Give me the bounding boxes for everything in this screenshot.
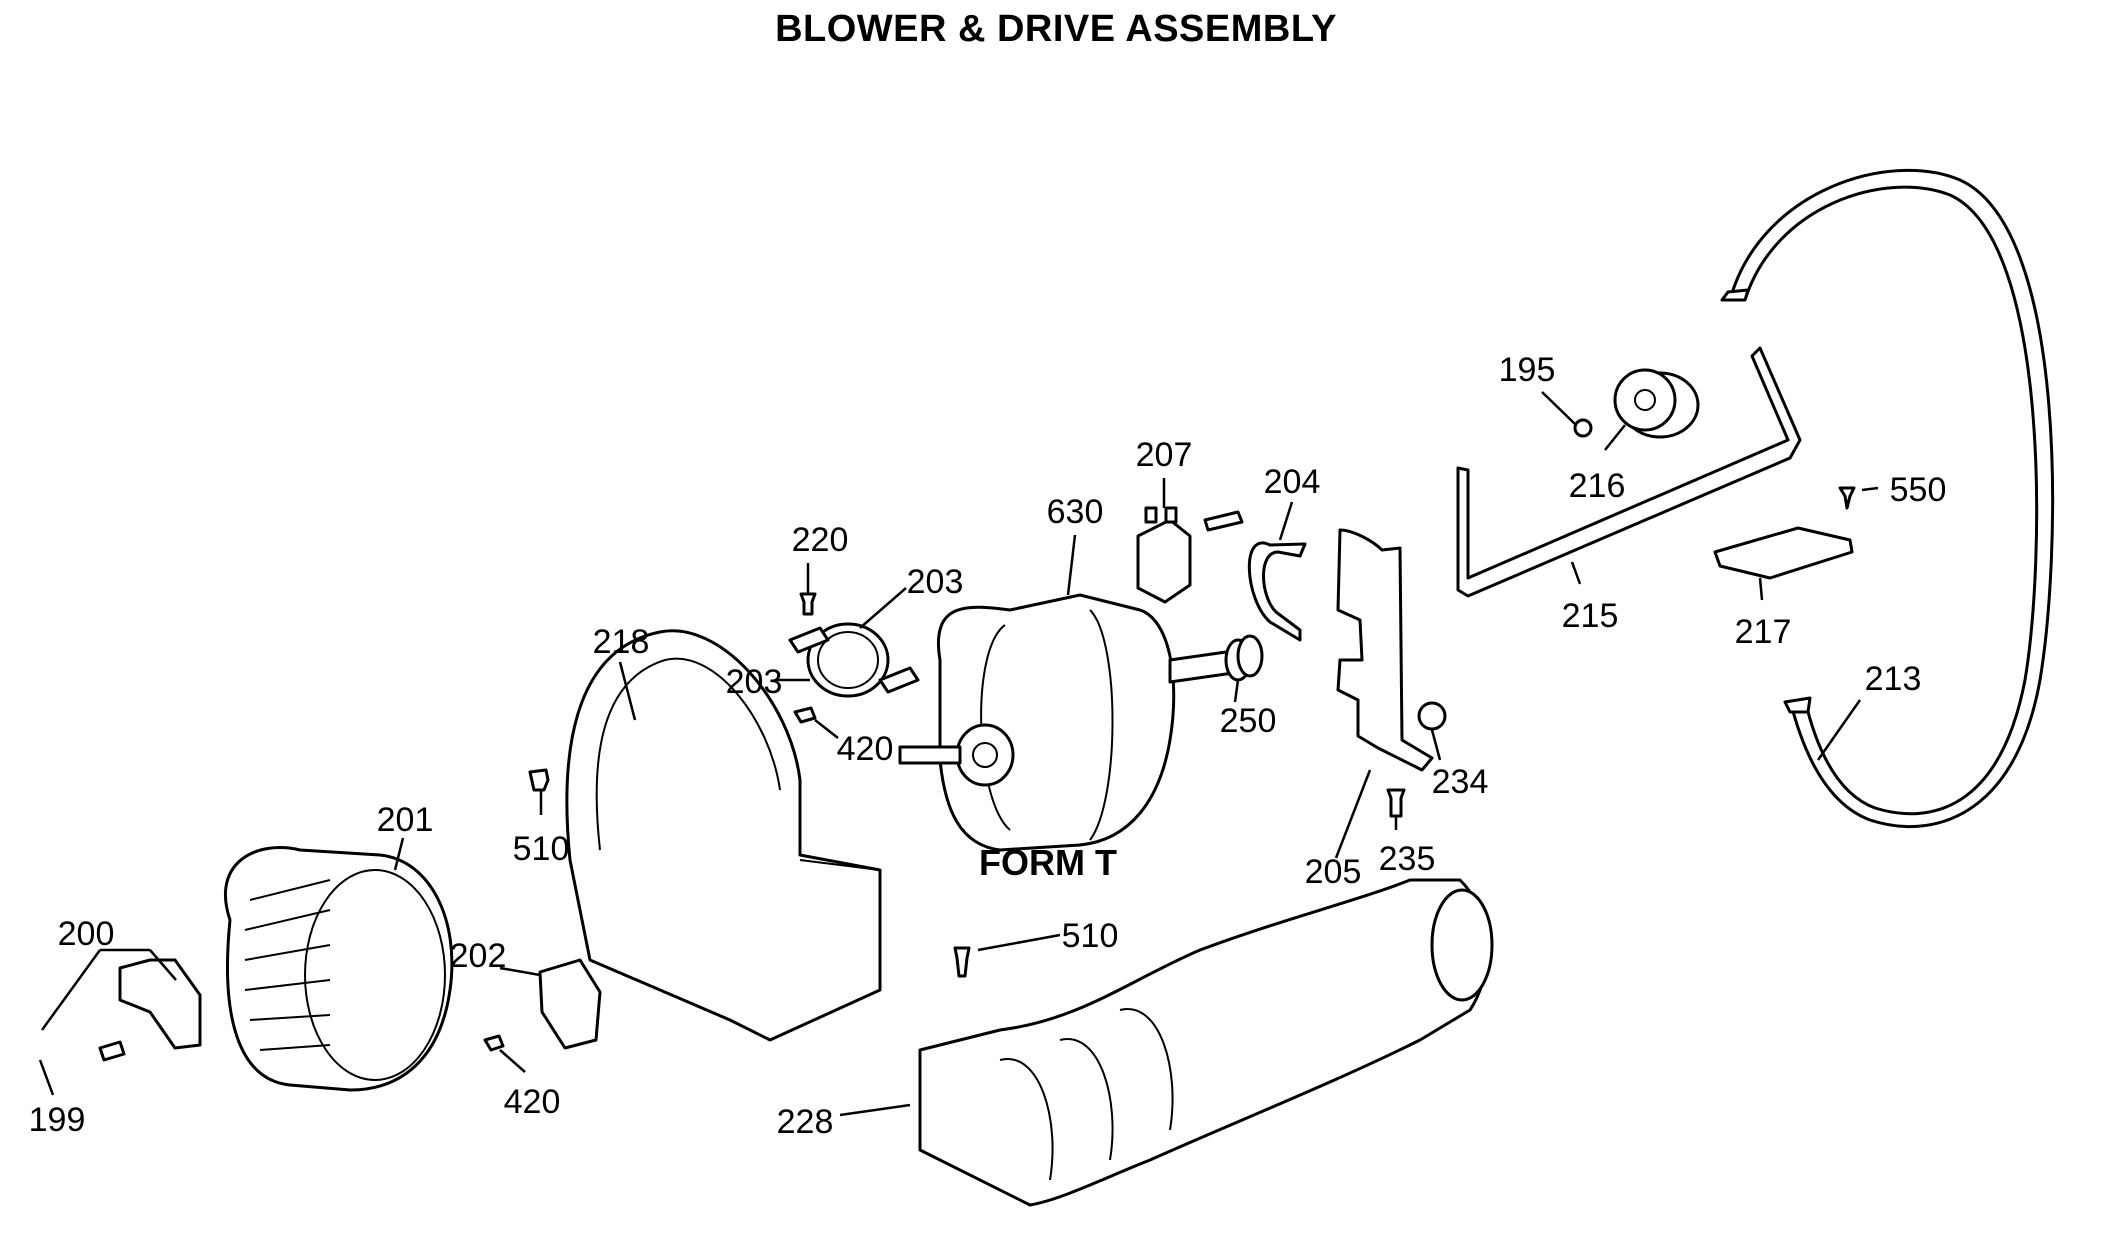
callout-630: 630 bbox=[1047, 493, 1104, 531]
callout-195: 195 bbox=[1499, 351, 1556, 389]
idler-pulley-part[interactable] bbox=[1613, 368, 1700, 439]
callout-205: 205 bbox=[1305, 853, 1362, 891]
callout-203-upper: 203 bbox=[907, 563, 964, 601]
callout-250: 250 bbox=[1220, 702, 1277, 740]
callout-217: 217 bbox=[1735, 613, 1792, 651]
clip-200-part[interactable] bbox=[118, 958, 202, 1050]
motor-mount-part[interactable] bbox=[1336, 528, 1434, 772]
callout-200: 200 bbox=[58, 915, 115, 953]
callout-215: 215 bbox=[1562, 597, 1619, 635]
screw-510-right-part[interactable] bbox=[953, 946, 971, 978]
callout-203-lower: 203 bbox=[726, 663, 783, 701]
drive-belt-part[interactable] bbox=[1720, 168, 2055, 829]
screw-420-upper-part[interactable] bbox=[793, 706, 817, 724]
screw-220-part[interactable] bbox=[799, 592, 817, 616]
screw-199-part[interactable] bbox=[98, 1040, 126, 1062]
leader-lines bbox=[38, 391, 1879, 1117]
form-label: FORM T bbox=[979, 842, 1117, 883]
screw-510-left-part[interactable] bbox=[528, 768, 550, 792]
idler-arm-part[interactable] bbox=[1456, 346, 1802, 598]
callout-207: 207 bbox=[1136, 436, 1193, 474]
callout-218: 218 bbox=[593, 623, 650, 661]
callout-550: 550 bbox=[1890, 471, 1947, 509]
drive-motor-part[interactable] bbox=[898, 593, 1264, 852]
motor-clamp-204-part[interactable] bbox=[1247, 541, 1307, 642]
callout-213: 213 bbox=[1865, 660, 1922, 698]
callout-216: 216 bbox=[1569, 467, 1626, 505]
motor-switch-part[interactable] bbox=[1136, 506, 1244, 604]
callout-510-left: 510 bbox=[513, 830, 570, 868]
exhaust-duct-part[interactable] bbox=[918, 878, 1494, 1207]
nut-195-part[interactable] bbox=[1573, 418, 1593, 438]
callout-234: 234 bbox=[1432, 763, 1489, 801]
motor-clamp-203-part[interactable] bbox=[788, 622, 920, 698]
diagram-title: BLOWER & DRIVE ASSEMBLY bbox=[775, 8, 1337, 50]
idler-bracket-part[interactable] bbox=[1713, 526, 1854, 580]
callout-204: 204 bbox=[1264, 463, 1321, 501]
callout-420-upper: 420 bbox=[837, 730, 894, 768]
screw-420-lower-part[interactable] bbox=[483, 1034, 505, 1052]
screw-235-part[interactable] bbox=[1386, 788, 1406, 818]
callout-228: 228 bbox=[777, 1103, 834, 1141]
callout-202: 202 bbox=[450, 937, 507, 975]
callout-199: 199 bbox=[29, 1101, 86, 1139]
callout-220: 220 bbox=[792, 521, 849, 559]
screw-550-part[interactable] bbox=[1838, 486, 1856, 510]
nut-234-part[interactable] bbox=[1417, 701, 1447, 731]
blower-wheel-part[interactable] bbox=[223, 846, 454, 1092]
plate-202-part[interactable] bbox=[538, 958, 602, 1050]
callout-510-right: 510 bbox=[1062, 917, 1119, 955]
callout-201: 201 bbox=[377, 801, 434, 839]
callout-420-lower: 420 bbox=[504, 1083, 561, 1121]
blower-housing-part[interactable] bbox=[565, 629, 882, 1042]
callout-235: 235 bbox=[1379, 840, 1436, 878]
